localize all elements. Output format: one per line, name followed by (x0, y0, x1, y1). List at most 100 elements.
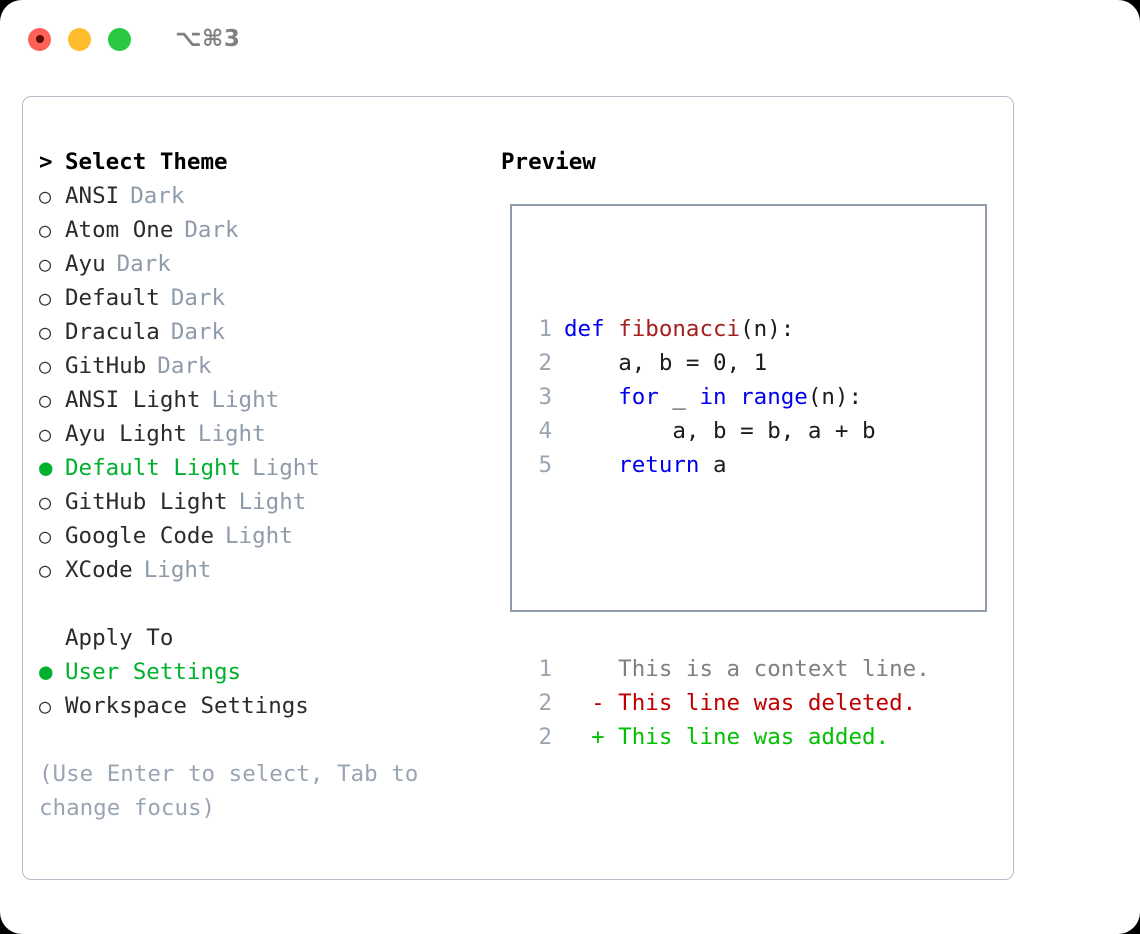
theme-item-tag: Dark (184, 217, 239, 243)
line-number: 2 (538, 690, 552, 716)
radio-unselected-icon: ○ (39, 422, 52, 446)
diff-line-text: + This line was added. (564, 724, 890, 750)
code-token-pl: a, b = b, a + b (672, 418, 876, 444)
code-token-pl: (n): (807, 384, 863, 410)
minimize-button[interactable] (68, 27, 91, 51)
apply-to-option-workspace-settings[interactable]: ○ Workspace Settings (39, 689, 499, 723)
radio-selected-icon: ● (39, 455, 53, 481)
list-spacer (39, 587, 499, 621)
theme-item-google-code[interactable]: ○ Google Code Light (39, 519, 499, 553)
theme-item-tag: Dark (170, 319, 226, 345)
code-line: 5 return a (524, 448, 930, 482)
theme-item-label: Atom One (65, 217, 174, 243)
line-number: 1 (538, 316, 552, 342)
zoom-button[interactable] (108, 27, 131, 51)
line-number: 2 (538, 350, 552, 376)
radio-unselected-icon: ○ (39, 354, 52, 378)
theme-item-xcode[interactable]: ○ XCode Light (39, 553, 499, 587)
theme-item-label: Default Light (65, 455, 242, 481)
line-number: 4 (538, 418, 552, 444)
apply-to-option-user-settings[interactable]: ● User Settings (39, 655, 499, 689)
code-line-text: for _ in range(n): (564, 380, 862, 414)
theme-item-ansi-light[interactable]: ○ ANSI Light Light (39, 383, 499, 417)
theme-item-tag: Dark (130, 183, 185, 209)
line-number: 3 (538, 384, 552, 410)
code-token-kw: in (699, 384, 727, 410)
theme-item-ayu[interactable]: ○ Ayu Dark (39, 247, 499, 281)
theme-item-tag: Light (225, 523, 293, 549)
theme-item-label: XCode (65, 557, 133, 583)
radio-unselected-icon: ○ (39, 490, 52, 514)
code-blank-line (524, 550, 930, 584)
theme-item-label: ANSI Light (65, 387, 201, 413)
radio-unselected-icon: ○ (39, 558, 52, 582)
theme-item-label: Ayu Light (65, 421, 187, 447)
close-button[interactable] (28, 27, 51, 51)
radio-selected-icon: ● (39, 659, 53, 685)
code-line-text: return a (564, 448, 727, 482)
code-indent (564, 452, 618, 478)
apply-to-options: ● User Settings ○ Workspace Settings (39, 655, 499, 723)
apply-to-option-label: User Settings (65, 659, 242, 685)
theme-item-tag: Light (143, 557, 212, 583)
theme-item-label: Ayu (65, 251, 106, 277)
code-indent (564, 384, 618, 410)
line-number: 5 (538, 452, 552, 478)
apply-to-label-row: ○ Apply To (39, 621, 499, 655)
radio-unselected-icon: ○ (39, 694, 52, 718)
window-controls (28, 27, 131, 51)
code-token-num: 1 (753, 350, 768, 376)
radio-unselected-icon: ○ (39, 320, 52, 344)
apply-to-label: Apply To (65, 625, 174, 651)
select-theme-title: Select Theme (65, 149, 228, 175)
select-theme-header: > Select Theme (39, 145, 499, 179)
radio-unselected-icon: ○ (39, 184, 52, 208)
radio-unselected-icon: ○ (39, 524, 52, 548)
theme-item-label: ANSI (65, 183, 120, 209)
code-token-pl: (n): (740, 316, 795, 342)
theme-item-tag: Light (211, 387, 280, 413)
theme-item-ansi[interactable]: ○ ANSI Dark (39, 179, 499, 213)
code-line-text: def fibonacci(n): (564, 312, 794, 346)
apply-to-option-label: Workspace Settings (65, 693, 309, 719)
radio-unselected-icon: ○ (39, 388, 52, 412)
code-line: 2 a, b = 0, 1 (524, 346, 930, 380)
code-line-text: a, b = 0, 1 (564, 346, 767, 380)
line-number: 1 (538, 656, 552, 682)
diff-line-del: 2 - This line was deleted. (524, 686, 930, 720)
code-token-pl: a, b = (618, 350, 714, 376)
apply-to-marker-placeholder: ○ (39, 621, 65, 655)
theme-item-label: Google Code (65, 523, 215, 549)
shortcut-label: ⌥⌘3 (175, 25, 241, 52)
diff-lines: 1 This is a context line.2 - This line w… (524, 652, 930, 754)
code-indent (564, 418, 672, 444)
theme-item-tag: Dark (116, 251, 171, 277)
code-token-pl: a (699, 452, 727, 478)
diff-line-text: - This line was deleted. (564, 690, 917, 716)
code-line: 3 for _ in range(n): (524, 380, 930, 414)
code-token-kw: def (564, 316, 619, 342)
diff-line-text: This is a context line. (564, 656, 930, 682)
preview-title: Preview (501, 149, 596, 175)
radio-unselected-icon: ○ (39, 252, 52, 276)
code-token-pl (727, 384, 741, 410)
keyboard-hint: (Use Enter to select, Tab to change focu… (39, 761, 432, 821)
theme-item-label: GitHub (65, 353, 147, 379)
code-token-pl: _ (658, 384, 700, 410)
theme-item-label: GitHub Light (65, 489, 228, 515)
line-number: 2 (538, 724, 552, 750)
diff-line-ctx: 1 This is a context line. (524, 652, 930, 686)
